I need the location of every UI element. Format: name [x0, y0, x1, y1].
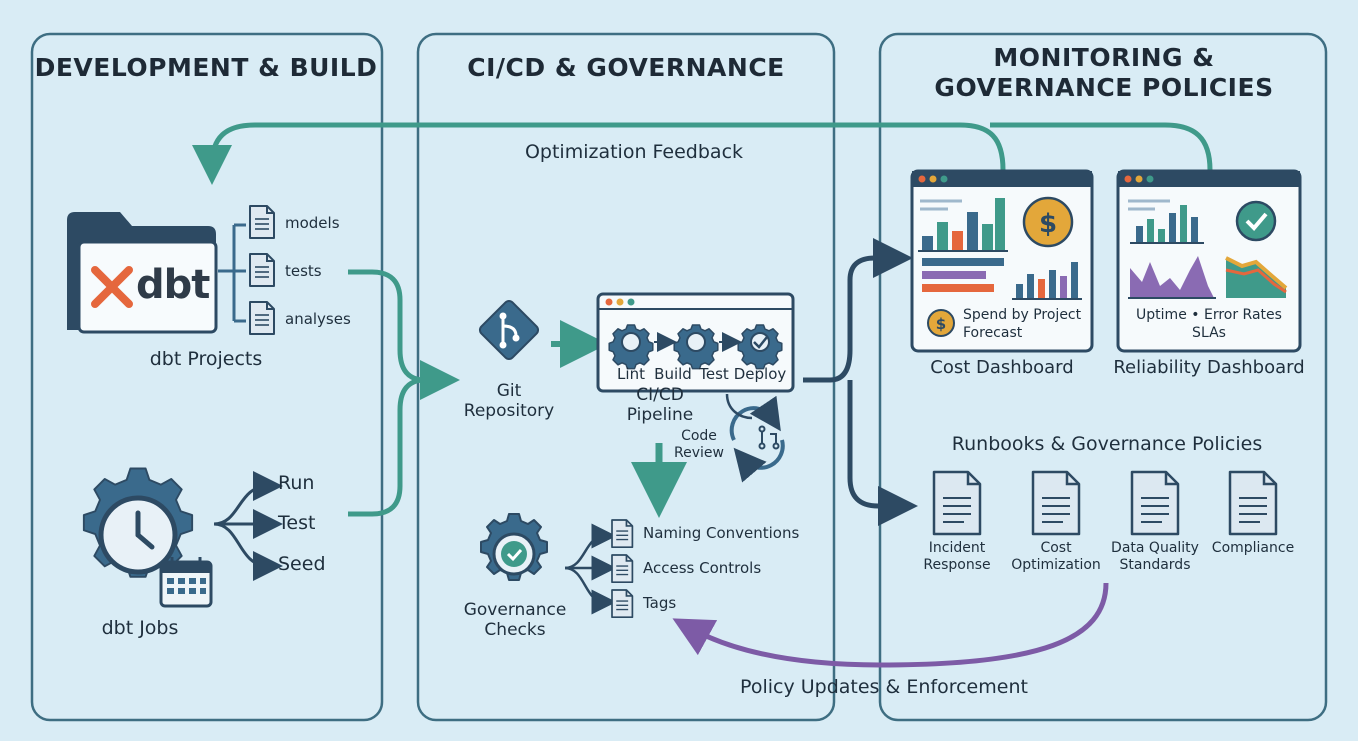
projects-to-git-arrow — [348, 269, 460, 400]
git-icon — [478, 299, 540, 361]
policy-updates-label: Policy Updates & Enforcement — [740, 676, 1028, 698]
governance-label-line1: Governance — [463, 600, 567, 620]
job-seed-label: Seed — [278, 553, 326, 575]
job-run-label: Run — [278, 472, 315, 494]
runbook-incident-line1: Incident — [928, 540, 986, 556]
reliability-dashboard-window — [1116, 169, 1302, 353]
models-file-icon — [249, 205, 275, 239]
jobs-to-git-arrow — [348, 377, 426, 517]
reliability-check-icon — [1235, 200, 1277, 242]
file-models-label: models — [285, 214, 340, 232]
tests-file-icon — [249, 253, 275, 287]
folder-icon — [67, 212, 218, 334]
cost-dashboard-window: $ $ — [910, 169, 1094, 353]
runbooks-title: Runbooks & Governance Policies — [951, 433, 1263, 455]
file-analyses-label: analyses — [285, 310, 351, 328]
job-test-label: Test — [278, 512, 316, 534]
build-gear-icon — [673, 324, 719, 370]
dev-panel — [30, 32, 384, 722]
check-access-label: Access Controls — [643, 559, 762, 577]
error-rate-area-chart — [1130, 256, 1214, 298]
forecast-coin-icon — [927, 309, 955, 337]
jobs-gear-icon — [82, 467, 194, 578]
runbook-cost-line1: Cost — [1040, 540, 1072, 556]
policy-updates-arrow — [672, 582, 1109, 668]
reliability-caption-line2: SLAs — [1192, 325, 1226, 341]
stage-lint-label: Lint — [617, 365, 645, 383]
data-quality-doc-icon — [1130, 470, 1180, 536]
uptime-bar-chart — [1130, 205, 1204, 244]
files-branch — [218, 223, 246, 323]
pipeline-label-line2: Pipeline — [626, 405, 694, 425]
reliability-feedback-line — [990, 122, 1213, 171]
analyses-file-icon — [249, 301, 275, 335]
runbook-dq-line1: Data Quality — [1111, 540, 1199, 556]
runbook-cost-line2: Optimization — [1011, 557, 1101, 573]
lint-gear-icon — [608, 324, 654, 370]
dbt-jobs-label: dbt Jobs — [101, 617, 179, 639]
deploy-check-icon — [753, 336, 768, 349]
stage-test-label: Test — [699, 365, 729, 383]
governance-label-line2: Checks — [484, 620, 546, 640]
cost-dashboard-label: Cost Dashboard — [930, 357, 1074, 378]
optimization-feedback-label: Optimization Feedback — [524, 141, 744, 163]
monitor-column-title-line2: GOVERNANCE POLICIES — [934, 73, 1274, 102]
dollar-coin-icon — [1022, 196, 1074, 248]
dev-column-title: DEVELOPMENT & BUILD — [34, 53, 378, 82]
pipeline-to-runbooks-arrow — [847, 380, 918, 526]
check-tags-label: Tags — [643, 594, 677, 612]
cost-caption-line2: Forecast — [963, 325, 1023, 341]
naming-conventions-icon — [611, 519, 634, 549]
access-controls-icon — [611, 554, 634, 584]
cost-bar-chart — [918, 198, 1008, 252]
cicd-column-title: CI/CD & GOVERNANCE — [467, 53, 785, 82]
dbt-logo-icon — [91, 266, 133, 308]
code-review-cycle-icon — [729, 395, 785, 483]
check-naming-label: Naming Conventions — [643, 524, 800, 542]
pull-request-icon — [758, 425, 780, 450]
cost-optimization-doc-icon — [1031, 470, 1081, 536]
pipeline-label-line1: CI/CD — [636, 385, 684, 405]
code-review-label-line2: Review — [674, 445, 724, 461]
tags-icon — [611, 589, 634, 619]
runbook-dq-line2: Standards — [1119, 557, 1191, 573]
file-tests-label: tests — [285, 262, 322, 280]
cost-caption-line1: Spend by Project — [963, 307, 1082, 323]
reliability-dashboard-label: Reliability Dashboard — [1113, 357, 1305, 378]
job-command-arrows — [213, 471, 283, 581]
incident-response-doc-icon — [932, 470, 982, 536]
pipeline-to-review-line — [725, 393, 753, 420]
dbt-projects-label: dbt Projects — [149, 348, 263, 370]
optimization-feedback-arrow — [192, 122, 1006, 185]
dbt-logo-text: dbt — [136, 262, 210, 308]
reliability-caption-line1: Uptime • Error Rates — [1136, 307, 1282, 323]
git-label-line2: Repository — [463, 401, 555, 421]
check-branch-arrows — [564, 523, 617, 615]
sla-area-chart — [1226, 258, 1286, 298]
calendar-icon — [159, 557, 213, 608]
stage-deploy-label: Deploy — [733, 365, 787, 383]
runbook-compliance-line1: Compliance — [1211, 540, 1295, 556]
monitor-panel — [878, 32, 1328, 722]
stage-build-label: Build — [654, 365, 692, 383]
code-review-label-line1: Code — [681, 428, 717, 444]
git-label-line1: Git — [496, 381, 522, 401]
compliance-doc-icon — [1228, 470, 1278, 536]
runbook-incident-line2: Response — [923, 557, 991, 573]
dollar-glyph: $ — [1039, 209, 1057, 239]
forecast-bar-chart — [1012, 262, 1082, 300]
governance-gear-icon — [480, 513, 548, 581]
forecast-dollar-glyph: $ — [936, 315, 946, 333]
monitor-column-title-line1: MONITORING & — [993, 43, 1215, 72]
pipeline-to-dashboards-arrow — [803, 238, 913, 383]
